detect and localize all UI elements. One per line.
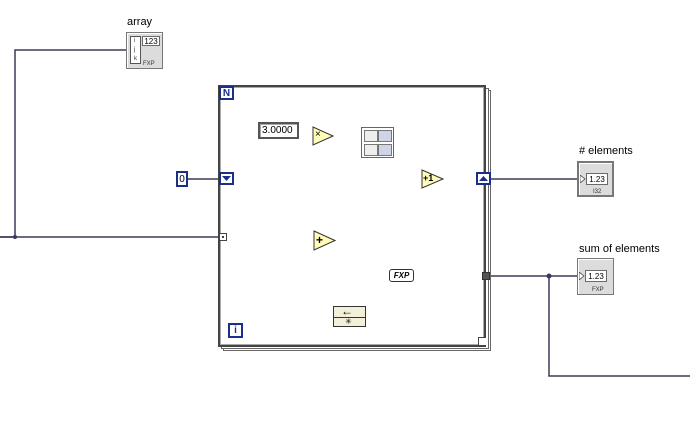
property-cell-4 <box>378 144 392 156</box>
iteration-terminal[interactable]: i <box>228 323 243 338</box>
sum-indicator-terminal[interactable]: 1.23 FXP <box>577 258 614 295</box>
shift-register-left[interactable] <box>219 172 234 185</box>
array-index-j: j <box>134 47 136 53</box>
property-cell-3 <box>364 144 378 156</box>
sum-type-tag: FXP <box>592 287 604 293</box>
array-data-glyph: 123 <box>142 36 160 46</box>
multiply-glyph: × <box>315 129 321 140</box>
loop-count-terminal[interactable]: N <box>219 86 234 100</box>
add-node[interactable]: + <box>313 230 336 251</box>
elements-indicator-terminal[interactable]: 1.23 I32 <box>577 161 614 197</box>
wire-array-input <box>0 49 129 238</box>
feedback-arrow: ← <box>341 304 353 318</box>
for-loop-structure[interactable] <box>218 85 486 347</box>
array-type-tag: FXP <box>143 61 155 67</box>
sum-output-tunnel[interactable] <box>482 272 490 280</box>
loop-resize-corner[interactable] <box>478 337 486 345</box>
feedback-node[interactable]: ← ✳ <box>333 304 366 327</box>
multiplier-constant[interactable]: 3.0000 <box>258 122 299 139</box>
multiply-node[interactable]: × <box>312 126 334 146</box>
shift-register-right[interactable] <box>476 172 491 185</box>
property-cell-1 <box>364 130 378 142</box>
increment-node[interactable]: +1 <box>421 169 444 189</box>
property-cell-2 <box>378 130 392 142</box>
elements-label: # elements <box>579 145 633 157</box>
elements-type-tag: I32 <box>593 189 602 195</box>
array-label: array <box>127 16 153 28</box>
array-index-frame: i j k <box>130 36 141 64</box>
elements-value: 1.23 <box>586 173 608 185</box>
fxp-conversion-node[interactable]: FXP <box>389 269 414 282</box>
feedback-init-glyph: ✳ <box>345 317 352 326</box>
array-index-i: i <box>134 38 136 44</box>
wire-sum-branch <box>548 276 690 377</box>
fixed-point-property-node[interactable] <box>361 127 394 158</box>
array-control-terminal[interactable]: i j k 123 FXP <box>126 32 163 69</box>
add-glyph: + <box>316 233 324 247</box>
increment-glyph: +1 <box>423 173 434 183</box>
array-index-k: k <box>134 56 137 62</box>
sum-value: 1.23 <box>585 270 607 282</box>
initial-value-constant[interactable]: 0 <box>176 171 188 187</box>
auto-index-tunnel[interactable] <box>219 233 227 241</box>
sum-label: sum of elements <box>579 243 660 255</box>
